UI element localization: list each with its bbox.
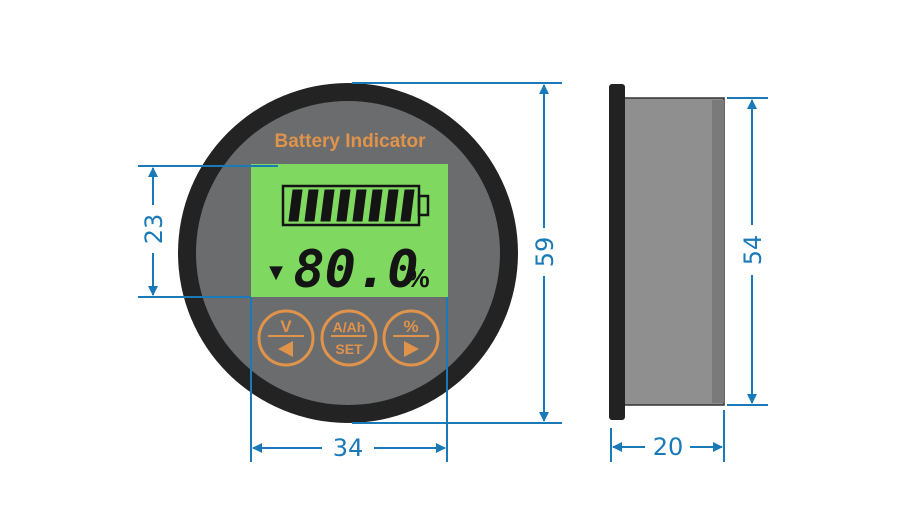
a-ah-button-label: A/Ah: [333, 319, 366, 335]
left-triangle-icon: [278, 341, 293, 357]
side-body-edge: [712, 100, 724, 403]
battery-gauge-icon: [281, 184, 430, 227]
set-button-label: SET: [335, 341, 363, 357]
battery-segment: [384, 189, 399, 222]
v-button-label: V: [280, 317, 292, 336]
reading-value: 80.0: [293, 240, 418, 300]
depth-label: 20: [653, 433, 684, 461]
side-view: [609, 84, 725, 420]
total-height-label: 59: [531, 237, 559, 268]
battery-segment: [320, 189, 335, 222]
right-triangle-icon: [404, 341, 419, 357]
display-height-label: 23: [140, 214, 168, 245]
side-body: [619, 97, 725, 406]
a-ah-set-button[interactable]: A/Ah SET: [320, 309, 378, 367]
side-height-label: 54: [739, 235, 767, 266]
v-left-button[interactable]: V: [257, 309, 315, 367]
side-bezel: [609, 84, 625, 420]
battery-segment: [400, 189, 415, 222]
front-view: Battery Indicator ▼ 80.0 % V A/Ah SET %: [178, 83, 518, 423]
battery-segment: [288, 189, 303, 222]
display-width-label: 34: [333, 434, 364, 462]
battery-segments: [288, 189, 415, 222]
device-title: Battery Indicator: [275, 131, 427, 152]
battery-segment: [352, 189, 367, 222]
battery-segment: [368, 189, 383, 222]
down-indicator-icon: ▼: [269, 262, 283, 283]
battery-segment: [304, 189, 319, 222]
dimension-annotations: [138, 82, 768, 462]
percent-right-button[interactable]: %: [382, 309, 440, 367]
battery-segment: [336, 189, 351, 222]
reading-unit: %: [406, 263, 429, 293]
percent-button-label: %: [403, 317, 418, 336]
